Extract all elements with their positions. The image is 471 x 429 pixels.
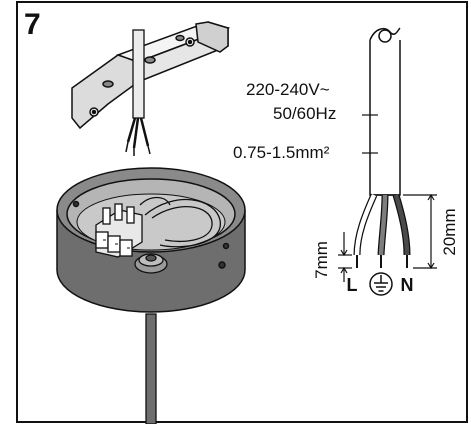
bracket-cable-icon — [125, 29, 151, 156]
cable-section-spec: 0.75-1.5mm² — [233, 143, 330, 162]
cup-wire-icon — [139, 196, 221, 248]
conductors-icon — [353, 193, 411, 268]
terminal-live-label: L — [347, 275, 358, 295]
center-nut-icon — [134, 253, 168, 274]
step-number: 7 — [24, 8, 41, 41]
panel-border — [16, 1, 468, 423]
pendant-cable-icon — [145, 313, 157, 425]
earth-symbol-icon — [369, 272, 393, 296]
spec-leaders — [362, 114, 378, 154]
terminal-block-icon — [95, 203, 143, 258]
bracket-icon — [71, 21, 231, 130]
dimension-20mm-icon — [403, 193, 437, 270]
ceiling-cup-icon — [56, 167, 246, 313]
sheath-strip-length-label: 20mm — [440, 208, 459, 255]
terminal-neutral-label: N — [401, 275, 414, 295]
strip-length-label: 7mm — [312, 241, 331, 279]
voltage-spec: 220-240V~ — [246, 80, 330, 99]
cable-icon — [369, 27, 401, 196]
frequency-spec: 50/60Hz — [273, 104, 337, 123]
dimension-7mm-icon — [338, 232, 352, 282]
